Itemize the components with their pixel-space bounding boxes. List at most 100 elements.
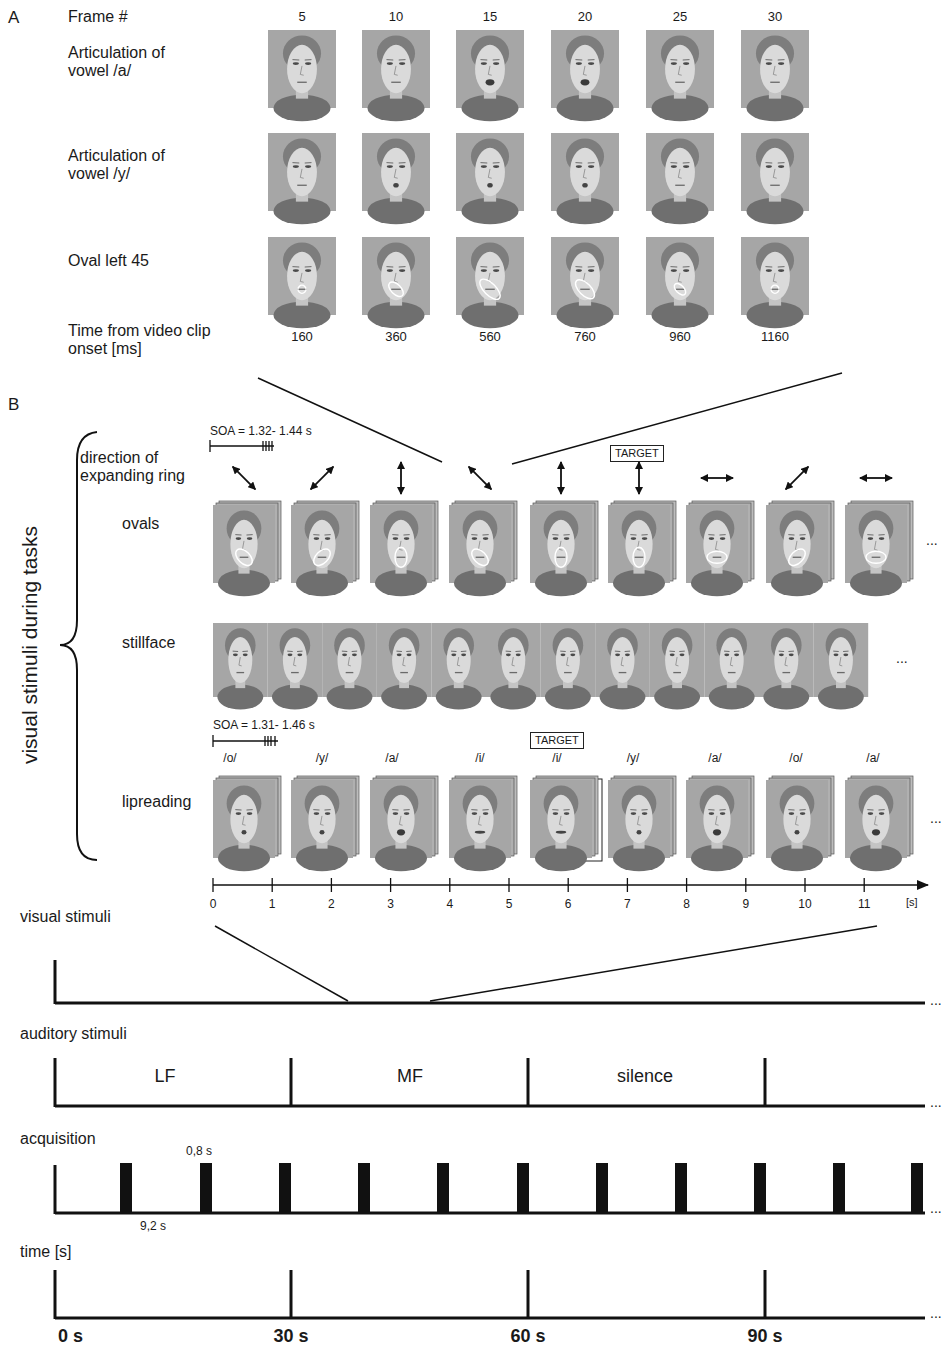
face-photo: [759, 623, 814, 710]
eye: [576, 62, 582, 65]
figure-label: ...: [930, 992, 942, 1008]
nose: [512, 657, 515, 666]
face-skin: [665, 637, 689, 683]
eye: [325, 537, 331, 540]
shoulders: [556, 302, 613, 329]
nose: [773, 169, 776, 178]
nose: [488, 169, 491, 178]
eye: [399, 62, 405, 65]
brow: [708, 534, 714, 535]
figure-label: 25: [673, 10, 687, 25]
figure-label: direction of expanding ring: [80, 449, 215, 486]
brow: [719, 534, 725, 535]
eye: [506, 653, 511, 656]
figure-label: lipreading: [122, 793, 191, 811]
auditory-tick: [54, 1058, 57, 1107]
zoom-line: [430, 926, 877, 1001]
face-photo: [646, 30, 714, 121]
face-skin: [760, 148, 790, 196]
auditory-baseline: [55, 1105, 925, 1108]
eye: [615, 653, 620, 656]
nose: [294, 657, 297, 666]
shoulders: [490, 684, 536, 709]
eye: [481, 62, 487, 65]
mouth: [297, 82, 307, 83]
eye: [399, 269, 405, 272]
brow: [392, 534, 398, 535]
shoulders: [296, 570, 348, 597]
face-photo: [814, 623, 869, 710]
eye: [789, 653, 794, 656]
nose: [637, 541, 640, 550]
face-photo: [650, 623, 705, 710]
nose: [785, 657, 788, 666]
oval-ring: [469, 546, 492, 569]
mouth: [557, 557, 566, 558]
brow: [552, 809, 558, 810]
figure-label: 760: [574, 330, 596, 345]
eye: [387, 269, 393, 272]
figure-label: 7: [624, 898, 631, 912]
eye: [561, 653, 566, 656]
brow: [560, 651, 565, 652]
face-photo: [845, 505, 907, 596]
face-skin: [760, 252, 790, 300]
photo-ground: [431, 623, 486, 697]
nose: [300, 273, 303, 282]
face-skin: [287, 252, 317, 300]
oval-ring: [233, 546, 256, 569]
mouth: [713, 557, 722, 558]
brow: [399, 162, 406, 163]
eye: [314, 537, 320, 540]
nose: [795, 816, 798, 825]
figure-label: 5: [506, 898, 513, 912]
face-photo: [741, 133, 809, 224]
mouth: [872, 829, 880, 835]
brow: [482, 809, 488, 810]
face-skin: [475, 148, 505, 196]
brow: [630, 534, 636, 535]
face-skin: [570, 45, 600, 93]
mouth: [400, 672, 408, 673]
eye: [576, 165, 582, 168]
photo-ground: [608, 780, 670, 858]
face-photo: [608, 505, 670, 596]
brow: [563, 809, 569, 810]
nose: [715, 541, 718, 550]
mouth: [581, 79, 590, 85]
brow: [765, 59, 772, 60]
face-photo: [362, 133, 430, 224]
face-skin: [783, 520, 810, 568]
eye: [472, 812, 478, 815]
eye: [588, 62, 594, 65]
shoulders: [691, 570, 743, 597]
shoulders: [746, 198, 803, 225]
figure-label: 1: [269, 898, 276, 912]
eye: [766, 62, 772, 65]
photo-ground: [268, 30, 336, 108]
auditory-tick: [527, 1058, 530, 1107]
face-skin: [774, 637, 798, 683]
oval-ring: [311, 546, 334, 569]
eye: [516, 653, 521, 656]
brow: [878, 809, 884, 810]
brow: [765, 162, 772, 163]
nose: [874, 541, 877, 550]
shoulders: [545, 684, 591, 709]
ring-direction-arrow: [638, 462, 640, 494]
nose: [239, 657, 242, 666]
brow: [778, 162, 785, 163]
figure-label: 90 s: [747, 1326, 782, 1347]
soa-tick: [212, 735, 213, 747]
acquisition-bar: [517, 1163, 529, 1213]
figure-label: 30: [768, 10, 782, 25]
eye: [247, 812, 253, 815]
nose: [488, 66, 491, 75]
photo-ground: [362, 30, 430, 108]
brow: [342, 651, 347, 652]
shoulders: [273, 302, 330, 329]
figure-label: 1160: [761, 330, 789, 345]
oval-ring: [555, 547, 567, 567]
figure-label: 30 s: [273, 1326, 308, 1347]
axis-tick: [804, 878, 805, 892]
